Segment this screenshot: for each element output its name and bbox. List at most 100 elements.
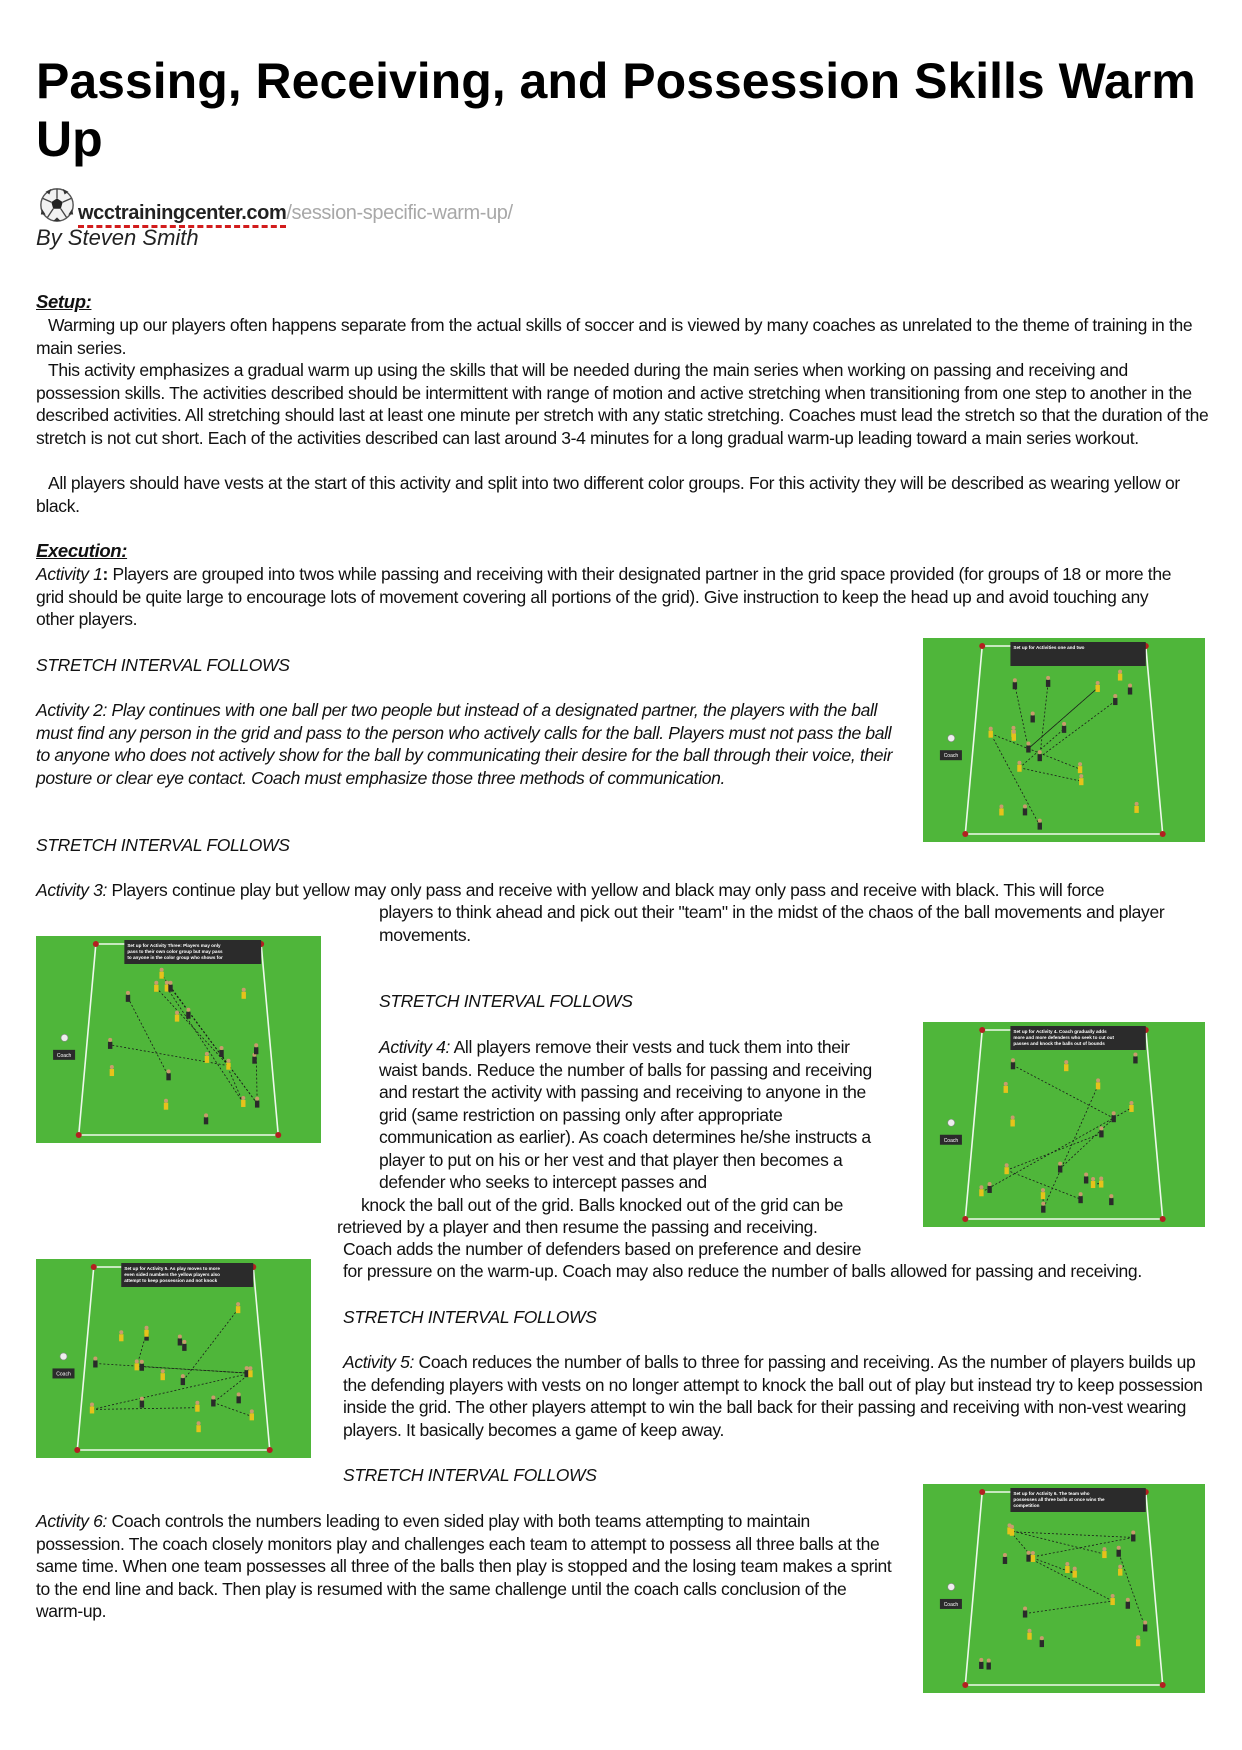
- player-figure: [1061, 725, 1067, 733]
- player-head: [1099, 1176, 1104, 1181]
- diagram-caption: Set up for Activity 4. Coach gradually a…: [1013, 1029, 1114, 1046]
- author-byline: By Steven Smith: [36, 225, 199, 250]
- coach-label-box: [52, 1368, 75, 1379]
- player-head: [988, 726, 993, 731]
- player-figure: [219, 1050, 224, 1058]
- player-head: [125, 990, 130, 995]
- player-figure: [1010, 1119, 1015, 1127]
- caption-line: Set up for Activity 4. Coach gradually a…: [1013, 1029, 1107, 1034]
- stretch-interval-3: STRETCH INTERVAL FOLLOWS: [379, 991, 633, 1011]
- player-head: [177, 1334, 182, 1339]
- pass-arrow: [1019, 767, 1082, 782]
- player-head: [139, 1396, 144, 1401]
- player-head: [219, 1046, 224, 1051]
- player-head: [1118, 669, 1123, 674]
- player-head: [1003, 1081, 1008, 1086]
- player-figure: [1039, 1640, 1045, 1648]
- coach-label-box: [939, 750, 962, 761]
- player-figure: [1099, 1130, 1104, 1138]
- player-figure: [144, 1329, 149, 1337]
- player-head: [175, 1010, 180, 1015]
- player-head: [180, 1374, 185, 1379]
- player-figure: [252, 1056, 257, 1064]
- page-title: Passing, Receiving, and Possession Skill…: [36, 53, 1196, 167]
- player-figure: [1118, 1568, 1123, 1576]
- player-figure: [253, 1047, 259, 1055]
- player-head: [1128, 683, 1133, 688]
- player-figure: [1003, 1085, 1008, 1093]
- player-figure: [999, 808, 1004, 816]
- corner-cone-icon: [979, 1489, 986, 1495]
- pitch-lines: [77, 943, 280, 1136]
- player-figure: [987, 1185, 992, 1193]
- coach-label-box: [939, 1598, 962, 1609]
- player-head: [1010, 1115, 1015, 1120]
- corner-cone-icon: [74, 1447, 81, 1453]
- player-figure: [241, 991, 246, 999]
- player-head: [164, 980, 169, 985]
- activity-1-colon: :: [102, 564, 109, 584]
- setup-paragraph-2: This activity emphasizes a gradual warm …: [36, 360, 1209, 448]
- player-figure: [988, 730, 993, 738]
- player-head: [204, 1051, 209, 1056]
- player-head: [249, 1409, 254, 1414]
- player-figure: [1030, 715, 1035, 723]
- corner-cone-icon: [92, 941, 99, 947]
- player-head: [248, 1366, 253, 1371]
- caption-box: [1010, 1488, 1146, 1512]
- source-link[interactable]: wcctrainingcenter.com: [78, 202, 287, 228]
- pass-arrow: [91, 1372, 251, 1410]
- stretch-interval-2: STRETCH INTERVAL FOLLOWS: [36, 835, 290, 855]
- player-head: [89, 1402, 94, 1407]
- player-head: [211, 1395, 216, 1400]
- caption-line: competition: [1013, 1503, 1039, 1508]
- player-head: [1084, 1172, 1089, 1177]
- player-figure: [1125, 1601, 1131, 1609]
- player-head: [186, 1007, 191, 1012]
- player-head: [1065, 1562, 1070, 1567]
- player-figure: [174, 1014, 180, 1022]
- pitch-lines: [76, 1266, 271, 1451]
- pass-arrow: [990, 733, 1081, 770]
- coach-figure: [60, 1034, 69, 1042]
- player-head: [1023, 1606, 1028, 1611]
- player-figure: [1011, 733, 1016, 741]
- player-figure: [1027, 1632, 1032, 1640]
- pass-arrow: [1028, 687, 1098, 749]
- player-head: [1113, 694, 1118, 699]
- coach-label-box: [53, 1049, 76, 1060]
- player-figure: [1098, 1180, 1104, 1188]
- player-head: [1041, 1201, 1046, 1206]
- player-figure: [979, 1189, 984, 1197]
- pass-arrow: [1014, 685, 1029, 749]
- player-head: [1131, 1530, 1136, 1535]
- player-figure: [1109, 1198, 1114, 1206]
- soccer-ball-icon: [40, 188, 74, 222]
- player-figure: [1002, 1556, 1008, 1564]
- caption-line: Set up for Activity 5. As play moves to …: [124, 1266, 220, 1271]
- player-figure: [1134, 805, 1139, 813]
- player-head: [108, 1037, 113, 1042]
- pass-arrow: [1011, 1531, 1134, 1538]
- activity-1-label: Activity 1: [36, 564, 103, 584]
- player-figure: [134, 1363, 139, 1371]
- caption-box: [121, 1263, 254, 1287]
- player-head: [1062, 721, 1067, 726]
- pitch-background: [36, 936, 321, 1143]
- corner-cone-icon: [266, 1447, 273, 1453]
- player-head: [1012, 678, 1017, 683]
- player-head: [1030, 711, 1035, 716]
- pass-arrow: [156, 987, 229, 1066]
- player-head: [1009, 1524, 1014, 1529]
- player-figure: [163, 1102, 169, 1110]
- activity-5-body: Coach reduces the number of balls to thr…: [343, 1352, 1203, 1440]
- coach-figure: [947, 1583, 956, 1591]
- stretch-interval-4: STRETCH INTERVAL FOLLOWS: [343, 1307, 597, 1327]
- player-head: [979, 1657, 984, 1662]
- source-path: /session-specific-warm-up/: [286, 202, 513, 224]
- activity-3-label: Activity 3:: [36, 880, 108, 900]
- player-head: [1134, 801, 1139, 806]
- player-figure: [119, 1334, 124, 1342]
- coach-label: Coach: [944, 1602, 959, 1608]
- activity-5-text: Activity 5: Coach reduces the number of …: [343, 1351, 1213, 1441]
